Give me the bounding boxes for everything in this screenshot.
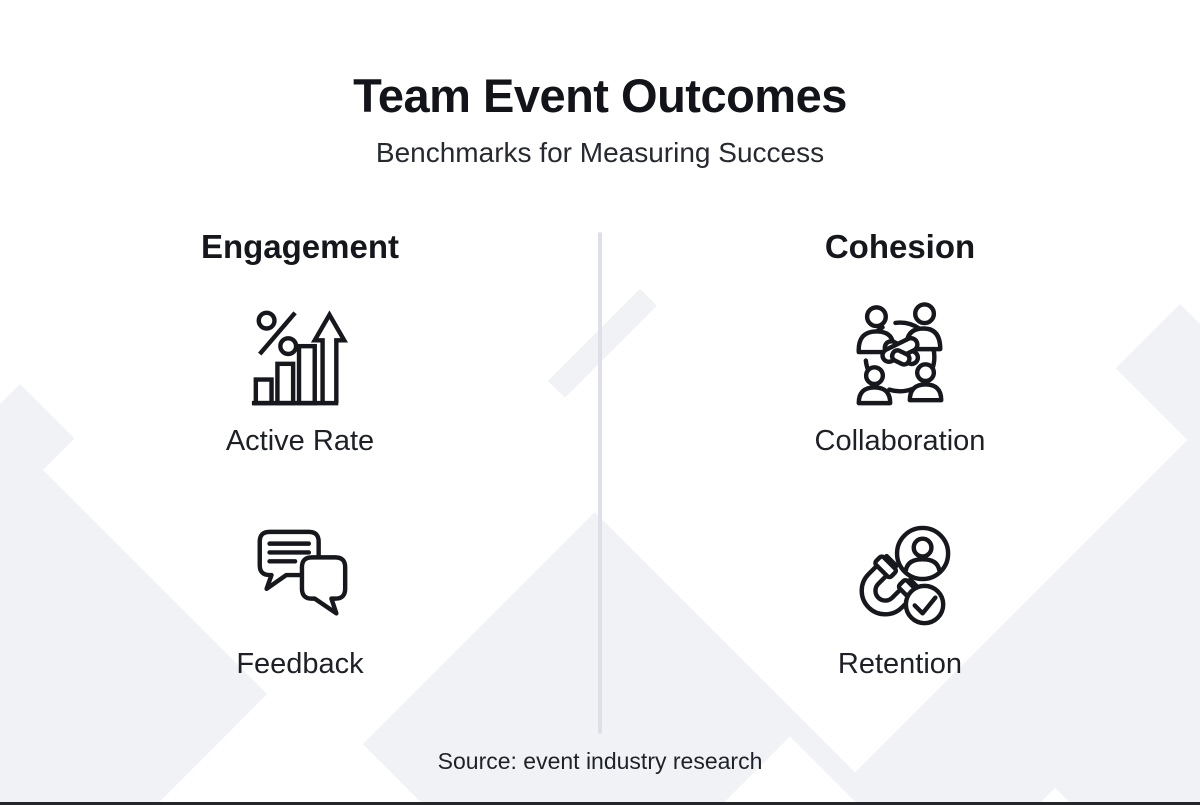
percent-growth-chart-icon (246, 301, 354, 409)
columns-row: Engagement (0, 227, 1200, 681)
metric-active-rate: Active Rate (226, 301, 374, 458)
page-subtitle: Benchmarks for Measuring Success (375, 137, 825, 168)
column-divider (598, 232, 602, 734)
bottom-edge-strip (0, 802, 1200, 805)
chat-bubbles-icon (246, 524, 354, 632)
column-cohesion: Cohesion (600, 227, 1200, 681)
page-title: Team Event Outcomes (353, 69, 847, 122)
collaboration-handshake-icon (846, 301, 954, 409)
metric-label: Collaboration (814, 424, 986, 457)
metric-label: Retention (837, 647, 963, 680)
metric-feedback: Feedback (236, 524, 364, 681)
column-header-engagement: Engagement (200, 228, 400, 265)
magnet-retention-icon (846, 524, 954, 632)
column-engagement: Engagement (0, 227, 600, 681)
metric-collaboration: Collaboration (814, 301, 986, 458)
source-text: Source: event industry research (437, 748, 763, 774)
metric-label: Feedback (236, 647, 364, 680)
metric-label: Active Rate (225, 424, 375, 457)
column-header-cohesion: Cohesion (824, 228, 976, 265)
metric-retention: Retention (838, 524, 962, 681)
